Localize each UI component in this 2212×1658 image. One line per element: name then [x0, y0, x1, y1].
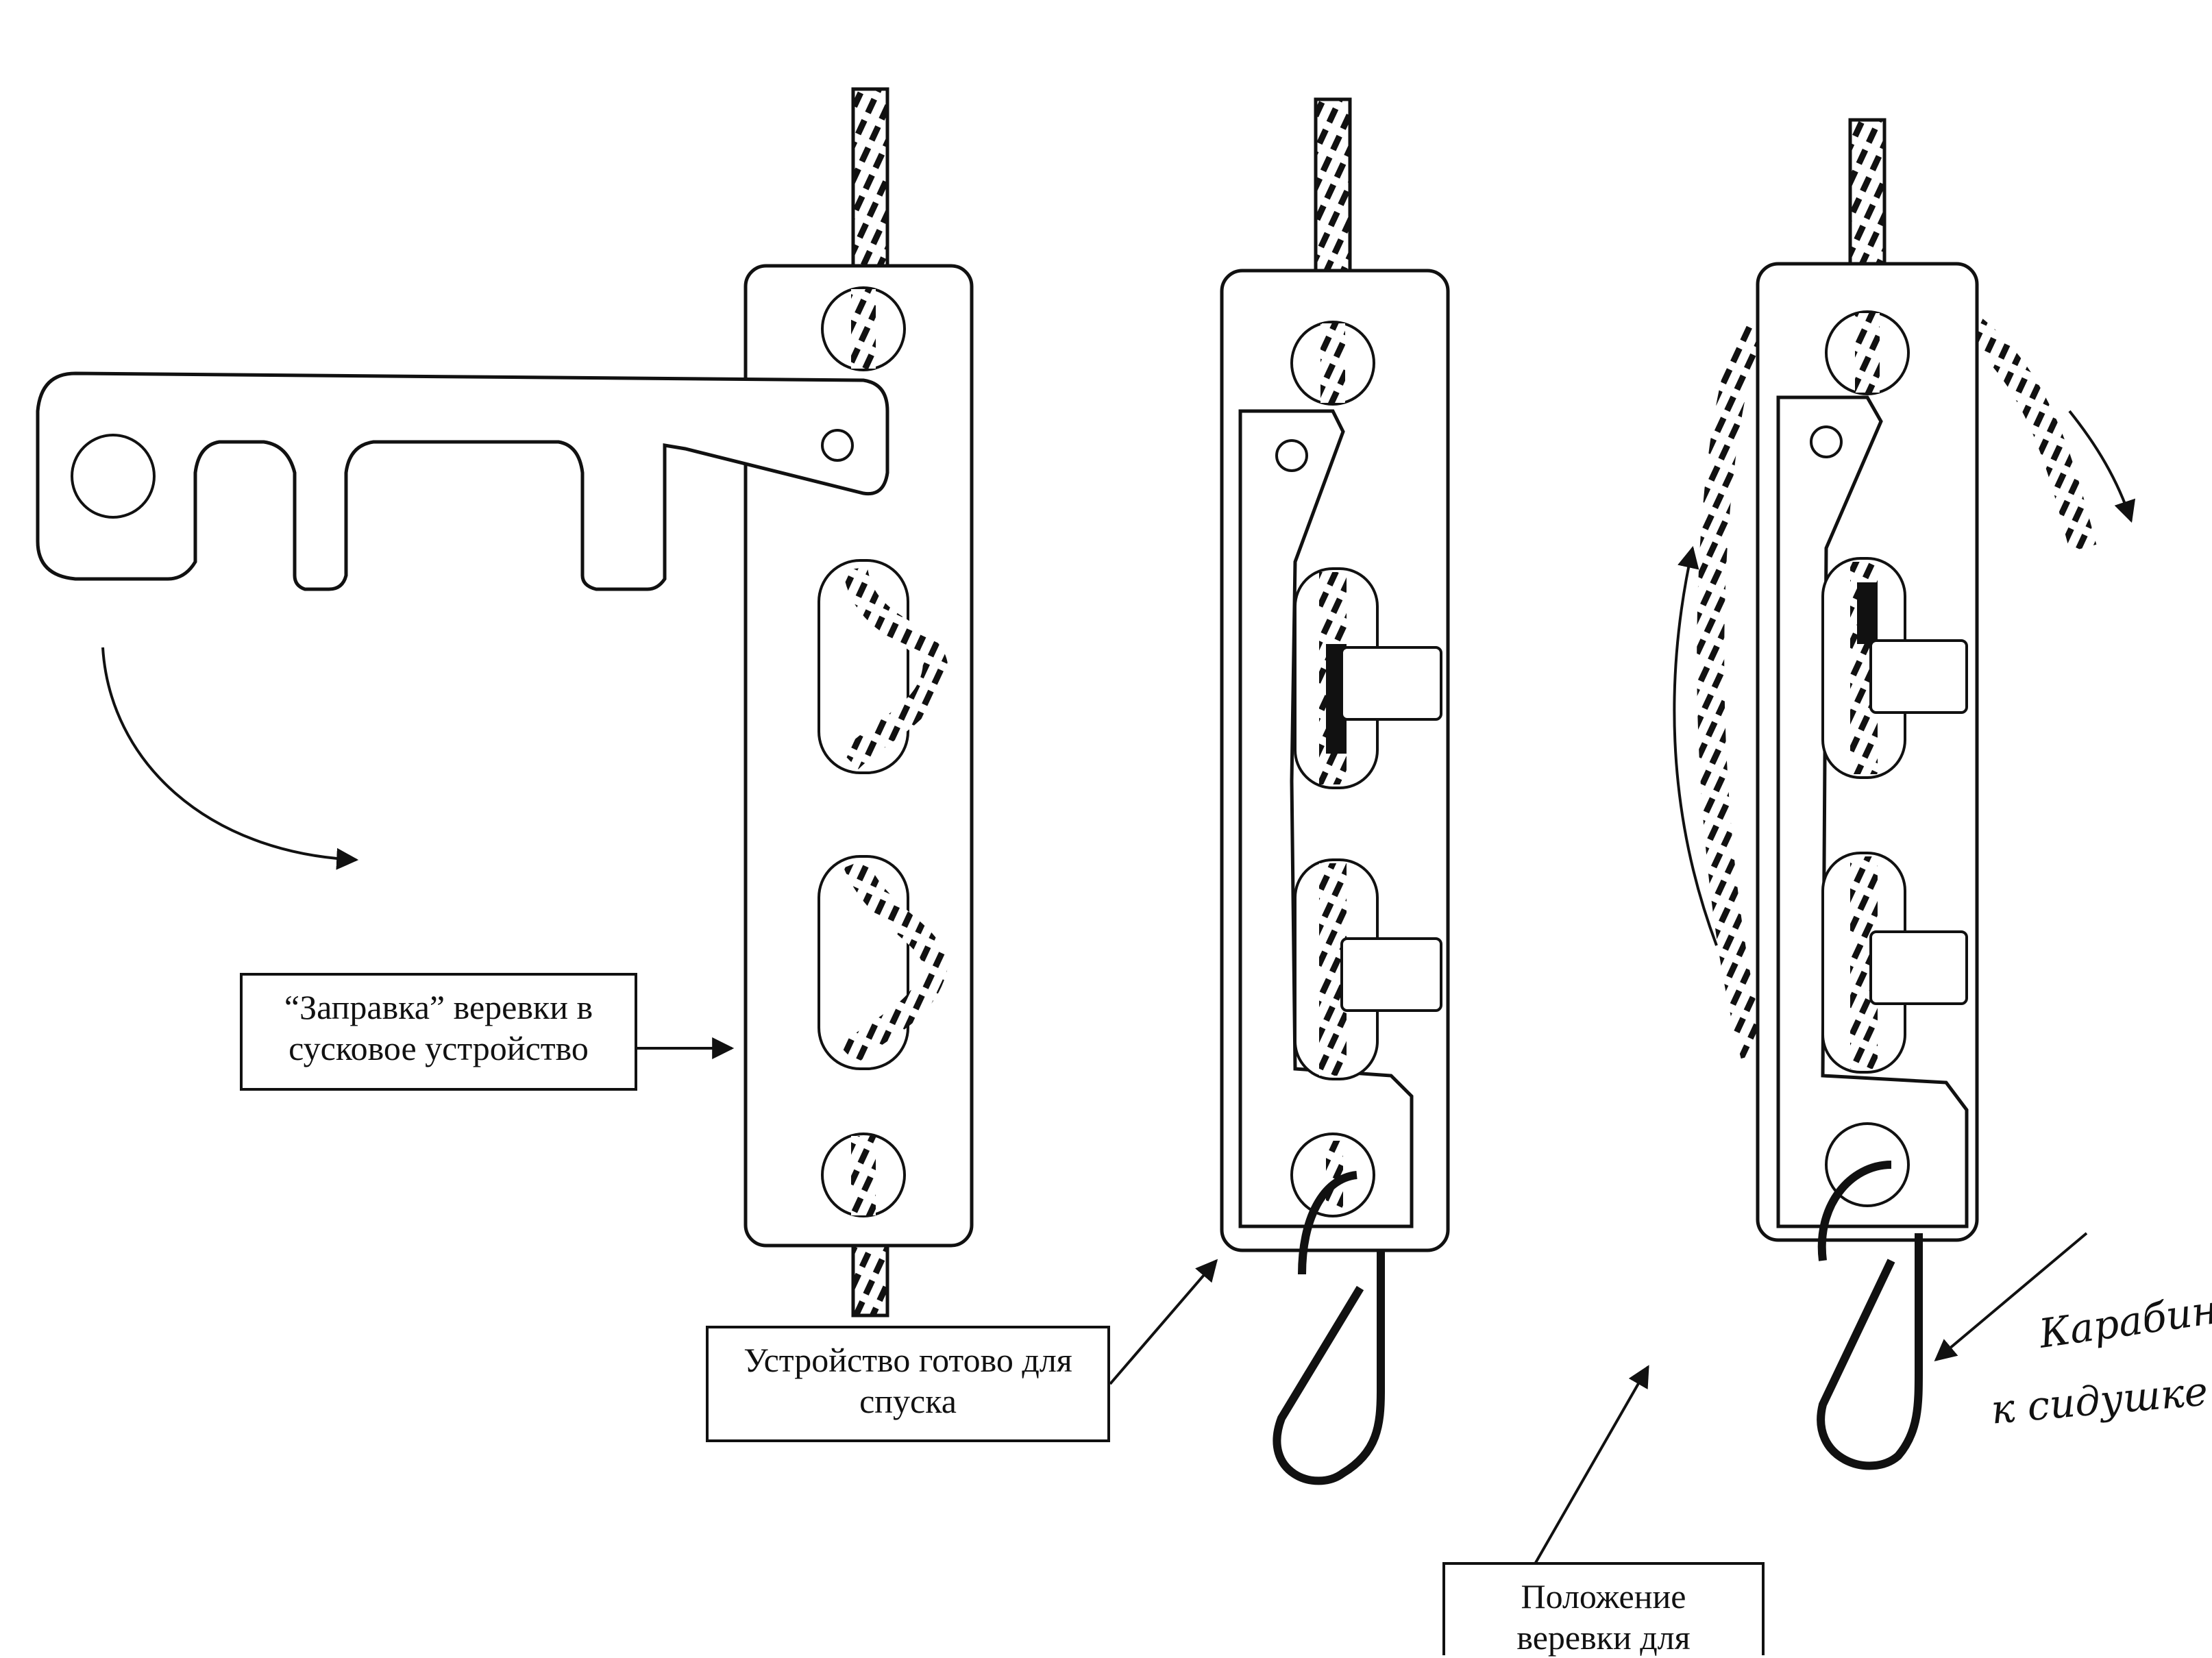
rope-top-3 — [1848, 118, 1887, 280]
device-1 — [744, 87, 974, 1317]
rope-wrap-left-3 — [1697, 316, 1768, 1059]
pointer-position — [1527, 1365, 1649, 1576]
pointer-ready — [1109, 1259, 1218, 1385]
carabiner-3 — [1817, 1161, 1923, 1470]
rope-wrap-right-3 — [1965, 318, 2097, 552]
locking-bar-installed — [1238, 409, 1414, 1228]
label-position: Положение веревки для — [1516, 1577, 1691, 1657]
pointer-carabiner — [1934, 1232, 2088, 1362]
bar-hole-large — [71, 434, 156, 519]
label-threading: “Заправка” веревки в сусковое устройство — [284, 988, 593, 1067]
label-box-threading — [240, 973, 637, 1091]
stop-tab-lower-3 — [1869, 930, 1968, 1005]
bar-pin-3 — [1810, 425, 1843, 458]
stop-tab-upper-2 — [1340, 646, 1442, 721]
label-box-ready — [706, 1326, 1110, 1442]
device-3 — [1673, 118, 2136, 1470]
stop-tab-upper-3 — [1869, 639, 1968, 714]
stop-tab-lower-2 — [1340, 937, 1442, 1012]
rotation-arrow — [101, 647, 359, 870]
device-2 — [1220, 97, 1450, 1485]
label-box-position — [1442, 1562, 1765, 1655]
bar-pin-2 — [1275, 439, 1308, 472]
rope-top-2 — [1314, 97, 1352, 280]
carabiner-2 — [1273, 1171, 1385, 1485]
rope-bottom-1 — [851, 1238, 889, 1317]
label-ready: Устройство готово для спуска — [744, 1341, 1072, 1420]
motion-arrow-up — [1673, 545, 1718, 946]
locking-bar — [36, 371, 889, 591]
rope-top-1 — [851, 87, 889, 269]
motion-arrow-down — [2068, 410, 2136, 523]
bar-hole-small — [821, 429, 854, 462]
